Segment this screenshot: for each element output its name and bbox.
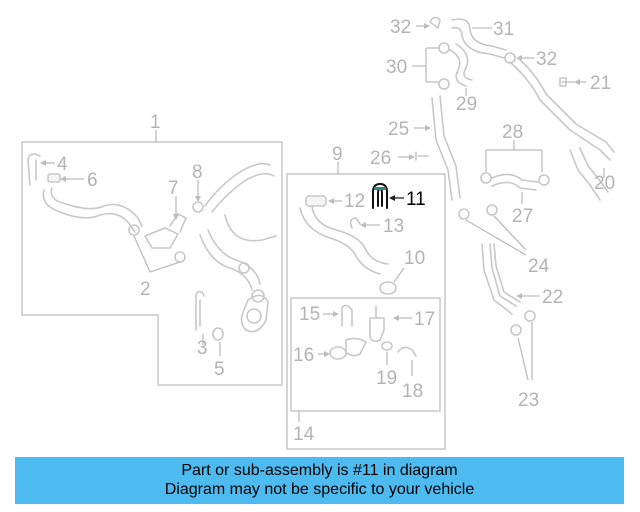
water-pipe-fitting — [240, 294, 269, 333]
group-14-frame — [290, 297, 441, 412]
part-5-oring — [212, 327, 224, 341]
callout-12: 12 — [344, 191, 365, 212]
part-13-clamp — [349, 217, 361, 229]
callout-8: 8 — [192, 162, 203, 183]
part-20-pipe — [509, 57, 615, 161]
callout-6: 6 — [87, 170, 98, 191]
group-9-frame — [286, 173, 446, 450]
lower-hose — [42, 187, 143, 233]
banner-line-1: Part or sub-assembly is #11 in diagram — [181, 462, 458, 479]
part-32-clamp-top — [429, 16, 441, 29]
part-19-oring — [381, 341, 393, 351]
callout-28: 28 — [502, 122, 523, 143]
part-27-hose — [491, 173, 539, 191]
callout-9: 9 — [332, 144, 343, 165]
part-12-hose — [299, 205, 389, 275]
part-16-plug — [329, 346, 347, 360]
callout-2: 2 — [140, 279, 151, 300]
callout-26: 26 — [370, 148, 391, 169]
banner-line-2: Diagram may not be specific to your vehi… — [164, 481, 475, 498]
callout-24: 24 — [528, 256, 550, 277]
part-10-seal — [379, 281, 397, 295]
callout-17: 17 — [414, 309, 435, 330]
group-1-frame — [21, 141, 283, 386]
callout-29: 29 — [456, 94, 477, 115]
callout-32-top: 32 — [390, 17, 411, 38]
part-21-bolt — [559, 77, 575, 87]
part-3-clip — [195, 290, 205, 331]
callout-20: 20 — [594, 173, 615, 194]
callout-23: 23 — [518, 390, 539, 411]
part-22-pipe — [481, 243, 521, 315]
part-11-accent — [374, 187, 386, 190]
callout-22: 22 — [542, 287, 563, 308]
callout-15: 15 — [299, 304, 320, 325]
part-31-hose — [451, 18, 507, 59]
upper-hose — [204, 162, 275, 213]
callout-14: 14 — [293, 424, 315, 445]
callout-13: 13 — [383, 216, 404, 237]
part-15-clip — [341, 304, 353, 327]
callout-7: 7 — [168, 178, 179, 199]
callout-3: 3 — [197, 338, 208, 359]
part-29-hose — [449, 43, 473, 87]
callout-31: 31 — [493, 19, 514, 40]
callout-21: 21 — [590, 73, 611, 94]
part-8-clamp — [192, 201, 204, 213]
callout-30: 30 — [386, 57, 407, 78]
callout-11: 11 — [406, 189, 426, 210]
callout-16: 16 — [293, 345, 314, 366]
part-6-clip — [47, 173, 61, 183]
part-18-clip — [397, 346, 417, 357]
callout-27: 27 — [512, 206, 533, 227]
part-7-fitting — [144, 213, 187, 249]
part-23-clamp — [510, 324, 522, 336]
callout-19: 19 — [376, 368, 397, 389]
callout-25: 25 — [388, 119, 409, 140]
part-17-sensor — [369, 305, 385, 343]
callout-18: 18 — [402, 381, 423, 402]
callout-10: 10 — [404, 248, 425, 269]
callout-32-right: 32 — [536, 49, 557, 70]
info-banner: Part or sub-assembly is #11 in diagram D… — [15, 457, 624, 504]
callout-5: 5 — [214, 359, 225, 380]
part-4-clip — [27, 153, 41, 186]
part-26-bolt — [415, 151, 429, 161]
part-25-pipe — [431, 95, 461, 201]
part-24-clamp — [458, 208, 470, 220]
callout-1: 1 — [150, 112, 161, 133]
bypass-hose — [199, 229, 261, 291]
callout-4: 4 — [57, 154, 68, 175]
